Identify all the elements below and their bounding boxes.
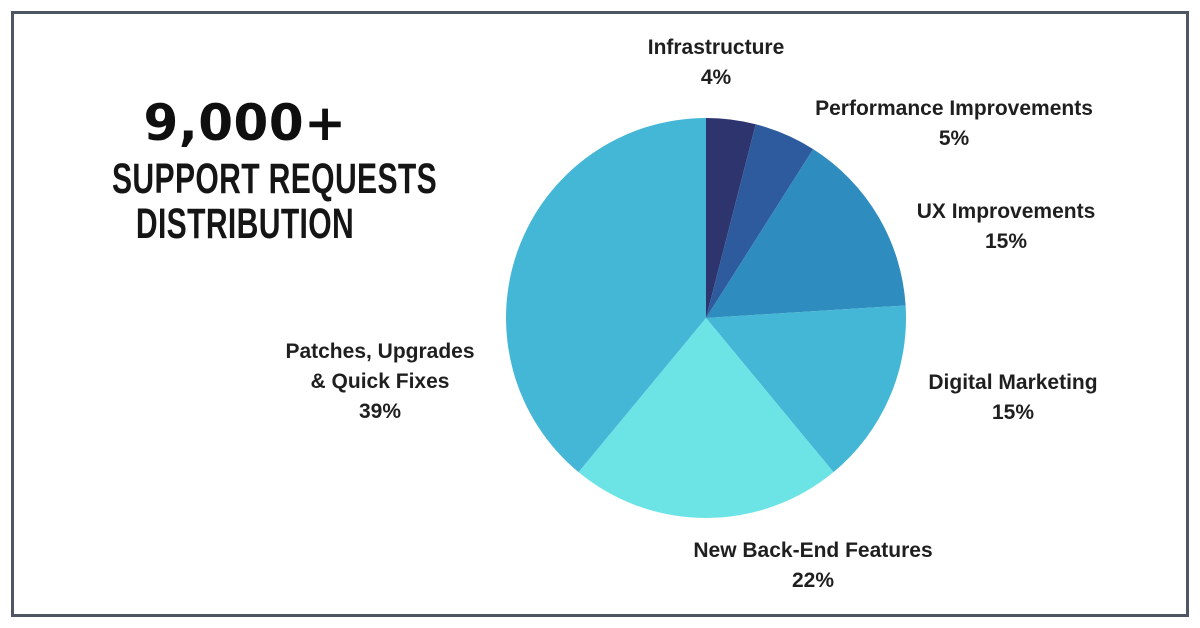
slice-label-value: 22% — [791, 569, 835, 592]
slice-label-value: 15% — [991, 401, 1035, 424]
slice-label-name: Performance Improvements — [815, 97, 1093, 120]
slice-label-infrastructure: Infrastructure 4% — [566, 33, 866, 93]
slice-label-patches: Patches, Upgrades & Quick Fixes 39% — [230, 337, 530, 427]
slice-label-backend: New Back-End Features 22% — [633, 536, 993, 596]
slice-label-value: 5% — [938, 127, 970, 150]
pie-slice-infrastructure — [706, 118, 756, 318]
slice-label-ux: UX Improvements 15% — [856, 197, 1156, 257]
slice-label-name: & Quick Fixes — [310, 370, 450, 393]
pie-slice-digital-marketing — [706, 305, 907, 473]
pie-slice-ux-improvements — [706, 149, 906, 318]
slice-label-value: 39% — [358, 400, 402, 423]
headline-count: 9,000+ — [143, 94, 347, 152]
slice-label-performance: Performance Improvements 5% — [768, 94, 1140, 154]
slice-label-name: New Back-End Features — [693, 539, 933, 562]
slice-label-name: Digital Marketing — [928, 371, 1098, 394]
subtitle-line-2: DISTRIBUTION — [135, 199, 355, 248]
slice-label-digital: Digital Marketing 15% — [863, 368, 1163, 428]
slice-label-name: Infrastructure — [647, 36, 785, 59]
chart-title-block: 9,000+ SUPPORT REQUESTS DISTRIBUTION — [55, 94, 437, 248]
slice-label-name: Patches, Upgrades — [285, 340, 475, 363]
slice-label-name: UX Improvements — [916, 200, 1096, 223]
pie-slice-patches-upgrades-quick-fixes — [506, 118, 706, 473]
pie-slice-new-back-end-features — [578, 318, 834, 518]
pie-slice-performance-improvements — [706, 124, 814, 318]
chart-subtitle: SUPPORT REQUESTS DISTRIBUTION — [55, 157, 437, 248]
slice-label-value: 4% — [700, 66, 732, 89]
slice-label-value: 15% — [984, 230, 1028, 253]
